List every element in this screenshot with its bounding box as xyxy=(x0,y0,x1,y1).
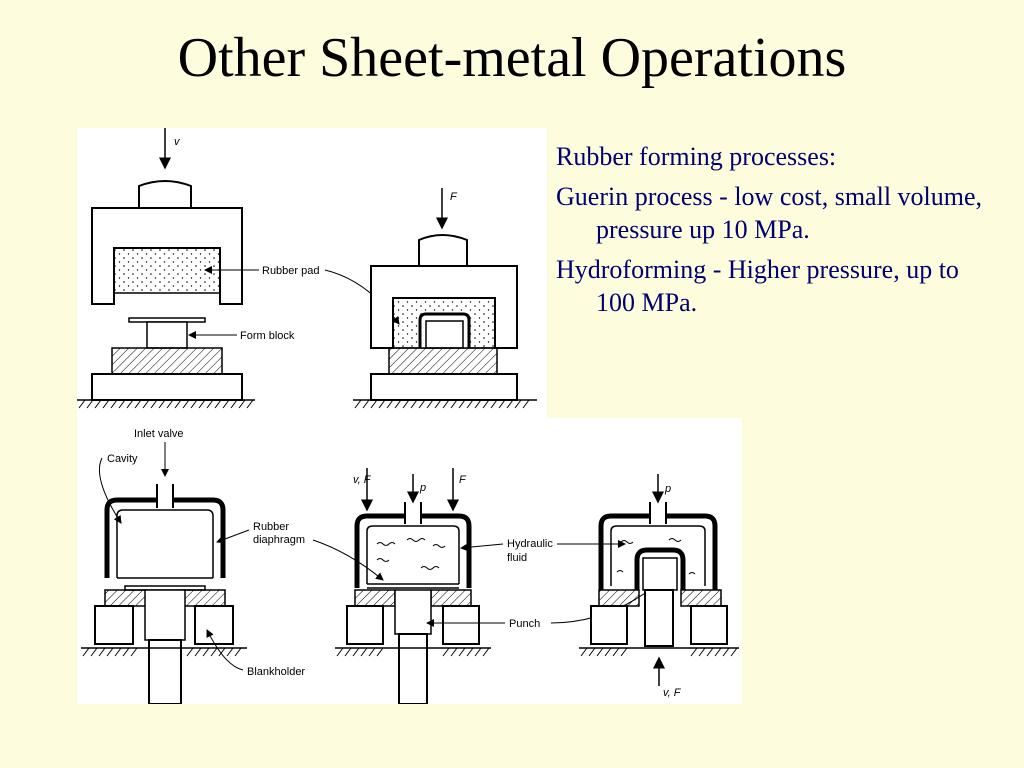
guerin-press-open: v xyxy=(77,128,255,409)
force-label: F xyxy=(450,191,458,203)
velocity-label: v xyxy=(174,136,181,148)
pressure-label-right: p xyxy=(664,483,671,495)
slide-title: Other Sheet-metal Operations xyxy=(177,27,847,89)
guerin-diagram-panel: v Rubber pad Form block F xyxy=(77,128,547,418)
bullet-list: Rubber forming processes: Guerin process… xyxy=(556,140,996,326)
pressure-label-middle: p xyxy=(419,482,426,494)
hydraulic-fluid-label-line2: fluid xyxy=(507,552,527,564)
punch-label: Punch xyxy=(509,618,540,630)
vf-label-left: v, F xyxy=(353,474,372,486)
rubber-diaphragm-label-line1: Rubber xyxy=(253,521,289,533)
vf-label-bottom: v, F xyxy=(663,687,682,699)
cavity-label: Cavity xyxy=(107,453,138,465)
bullet-hydroforming: Hydroforming - Higher pressure, up to 10… xyxy=(556,255,959,317)
force-label-middle: F xyxy=(459,474,467,486)
hydroforming-diagram: Inlet valve Cavity Rubber diaphragm Blan… xyxy=(81,428,739,704)
blankholder-label: Blankholder xyxy=(247,666,305,678)
hydroforming-stage-3: p v, F xyxy=(579,474,739,699)
hydroforming-stage-2: v, F p F xyxy=(335,468,491,704)
bullet-rubber-forming: Rubber forming processes: xyxy=(556,142,837,171)
rubber-pad-label: Rubber pad xyxy=(262,265,320,277)
form-block xyxy=(146,321,188,349)
hydroforming-stage-1: Inlet valve Cavity xyxy=(81,428,247,704)
rubber-pad xyxy=(113,247,221,294)
hydraulic-fluid-label-line1: Hydraulic xyxy=(507,538,553,550)
guerin-press-closed: F xyxy=(353,188,537,409)
inlet-valve-label: Inlet valve xyxy=(134,428,184,440)
guerin-diagram: v Rubber pad Form block F xyxy=(77,128,537,409)
bullet-guerin-process: Guerin process - low cost, small volume,… xyxy=(556,182,983,244)
rubber-diaphragm-label-line2: diaphragm xyxy=(253,534,305,546)
form-block-label: Form block xyxy=(240,330,295,342)
hydroforming-diagram-panel: Inlet valve Cavity Rubber diaphragm Blan… xyxy=(77,418,742,704)
